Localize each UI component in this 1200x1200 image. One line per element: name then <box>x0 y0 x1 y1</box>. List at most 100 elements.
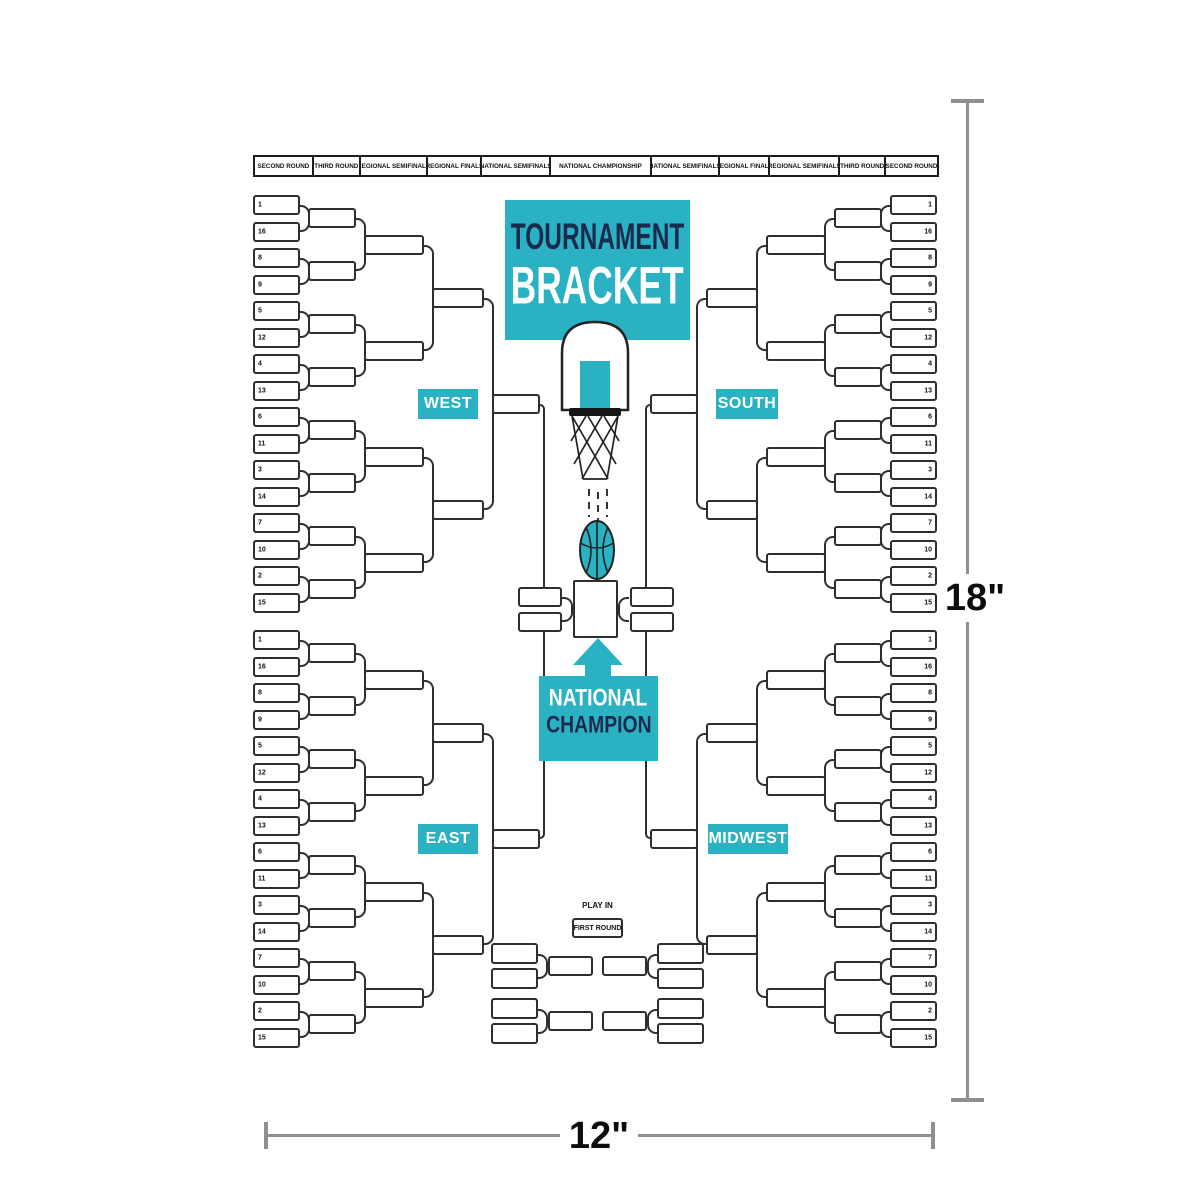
seed-slot: 14 <box>890 921 937 942</box>
seed-slot: 5 <box>253 301 300 321</box>
round-header-5: NATIONAL CHAMPIONSHIP <box>549 157 650 175</box>
bracket-slot <box>706 499 758 520</box>
champion-connector-line <box>645 403 650 587</box>
seed-number: 14 <box>258 493 266 500</box>
seed-slot: 13 <box>890 815 937 836</box>
seed-number: 11 <box>924 440 932 447</box>
first-round-box: FIRST ROUND <box>572 918 623 938</box>
seed-slot: 15 <box>253 1027 300 1048</box>
round-header-2: REGIONAL SEMIFINALS <box>358 157 426 175</box>
bracket-slot <box>834 473 882 494</box>
seed-number: 7 <box>928 954 932 962</box>
playin-slot <box>491 943 538 964</box>
height-dimension-top-cap <box>951 99 984 103</box>
seed-slot: 12 <box>890 762 937 783</box>
seed-number: 13 <box>924 822 932 829</box>
seed-slot: 11 <box>890 433 937 454</box>
bracket-slot <box>492 828 540 849</box>
playin-slot <box>657 998 704 1019</box>
seed-number: 12 <box>924 769 932 776</box>
seed-number: 12 <box>258 769 266 776</box>
seed-slot: 14 <box>253 921 300 942</box>
seed-number: 3 <box>928 466 932 474</box>
bracket-slot <box>766 987 826 1008</box>
seed-number: 15 <box>258 599 266 606</box>
poster-title-line1: TOURNAMENT <box>510 216 685 258</box>
seed-number: 2 <box>928 1007 932 1015</box>
width-dimension-left-cap <box>264 1122 268 1149</box>
seed-number: 11 <box>258 440 266 447</box>
seed-number: 15 <box>258 1034 266 1041</box>
round-header-7: REGIONAL FINALS <box>717 157 768 175</box>
bracket-slot <box>432 722 484 743</box>
region-label-midwest: MIDWEST <box>708 824 788 854</box>
bracket-slot <box>364 775 424 796</box>
playin-slot <box>491 998 538 1019</box>
seed-number: 8 <box>928 254 932 262</box>
playin-slot <box>491 1023 538 1044</box>
bracket-slot <box>834 696 882 717</box>
semifinal-slot <box>630 587 674 607</box>
national-champion-box: NATIONAL CHAMPION <box>539 676 658 761</box>
seed-number: 9 <box>928 281 932 288</box>
seed-slot: 8 <box>890 248 937 268</box>
seed-slot: 3 <box>890 895 937 915</box>
bracket-slot <box>834 749 882 770</box>
seed-number: 16 <box>924 663 932 670</box>
bracket-slot <box>834 961 882 982</box>
bracket-slot <box>834 420 882 441</box>
seed-number: 2 <box>258 1007 262 1015</box>
bracket-slot <box>364 446 424 467</box>
bracket-slot <box>308 696 356 717</box>
bracket-slot <box>308 908 356 929</box>
seed-slot: 8 <box>890 683 937 703</box>
seed-slot: 4 <box>253 789 300 809</box>
seed-slot: 1 <box>890 195 937 215</box>
seed-slot: 1 <box>253 195 300 215</box>
seed-slot: 11 <box>890 868 937 889</box>
bracket-slot <box>766 446 826 467</box>
seed-slot: 4 <box>253 354 300 374</box>
seed-number: 8 <box>258 254 262 262</box>
seed-number: 16 <box>924 228 932 235</box>
seed-number: 13 <box>258 822 266 829</box>
seed-number: 5 <box>928 307 932 315</box>
seed-slot: 7 <box>890 948 937 968</box>
seed-slot: 13 <box>253 815 300 836</box>
height-dimension-bottom-cap <box>951 1098 984 1102</box>
seed-number: 14 <box>258 928 266 935</box>
seed-number: 5 <box>258 742 262 750</box>
seed-number: 7 <box>258 519 262 527</box>
bracket-slot <box>364 669 424 690</box>
seed-slot: 6 <box>253 842 300 862</box>
bracket-slot <box>834 855 882 876</box>
bracket-slot <box>834 367 882 388</box>
semifinal-slot <box>518 612 562 632</box>
round-header-6: NATIONAL SEMIFINALS <box>649 157 718 175</box>
bracket-slot <box>834 208 882 229</box>
seed-number: 16 <box>258 228 266 235</box>
seed-number: 5 <box>928 742 932 750</box>
seed-slot: 2 <box>253 566 300 586</box>
seed-slot: 5 <box>890 301 937 321</box>
bracket-slot <box>308 579 356 600</box>
seed-number: 6 <box>928 413 932 421</box>
basketball-hoop-icon <box>560 320 630 521</box>
seed-number: 6 <box>928 848 932 856</box>
seed-slot: 16 <box>890 656 937 677</box>
seed-slot: 3 <box>253 460 300 480</box>
seed-slot: 11 <box>253 868 300 889</box>
seed-slot: 7 <box>890 513 937 533</box>
seed-slot: 2 <box>890 566 937 586</box>
bracket-slot <box>308 749 356 770</box>
bracket-slot <box>308 208 356 229</box>
bracket-slot <box>308 261 356 282</box>
seed-slot: 8 <box>253 248 300 268</box>
seed-number: 3 <box>258 466 262 474</box>
seed-slot: 10 <box>253 974 300 995</box>
seed-number: 10 <box>924 546 932 553</box>
bracket-slot <box>766 340 826 361</box>
bracket-slot <box>650 828 698 849</box>
bracket-slot <box>364 881 424 902</box>
